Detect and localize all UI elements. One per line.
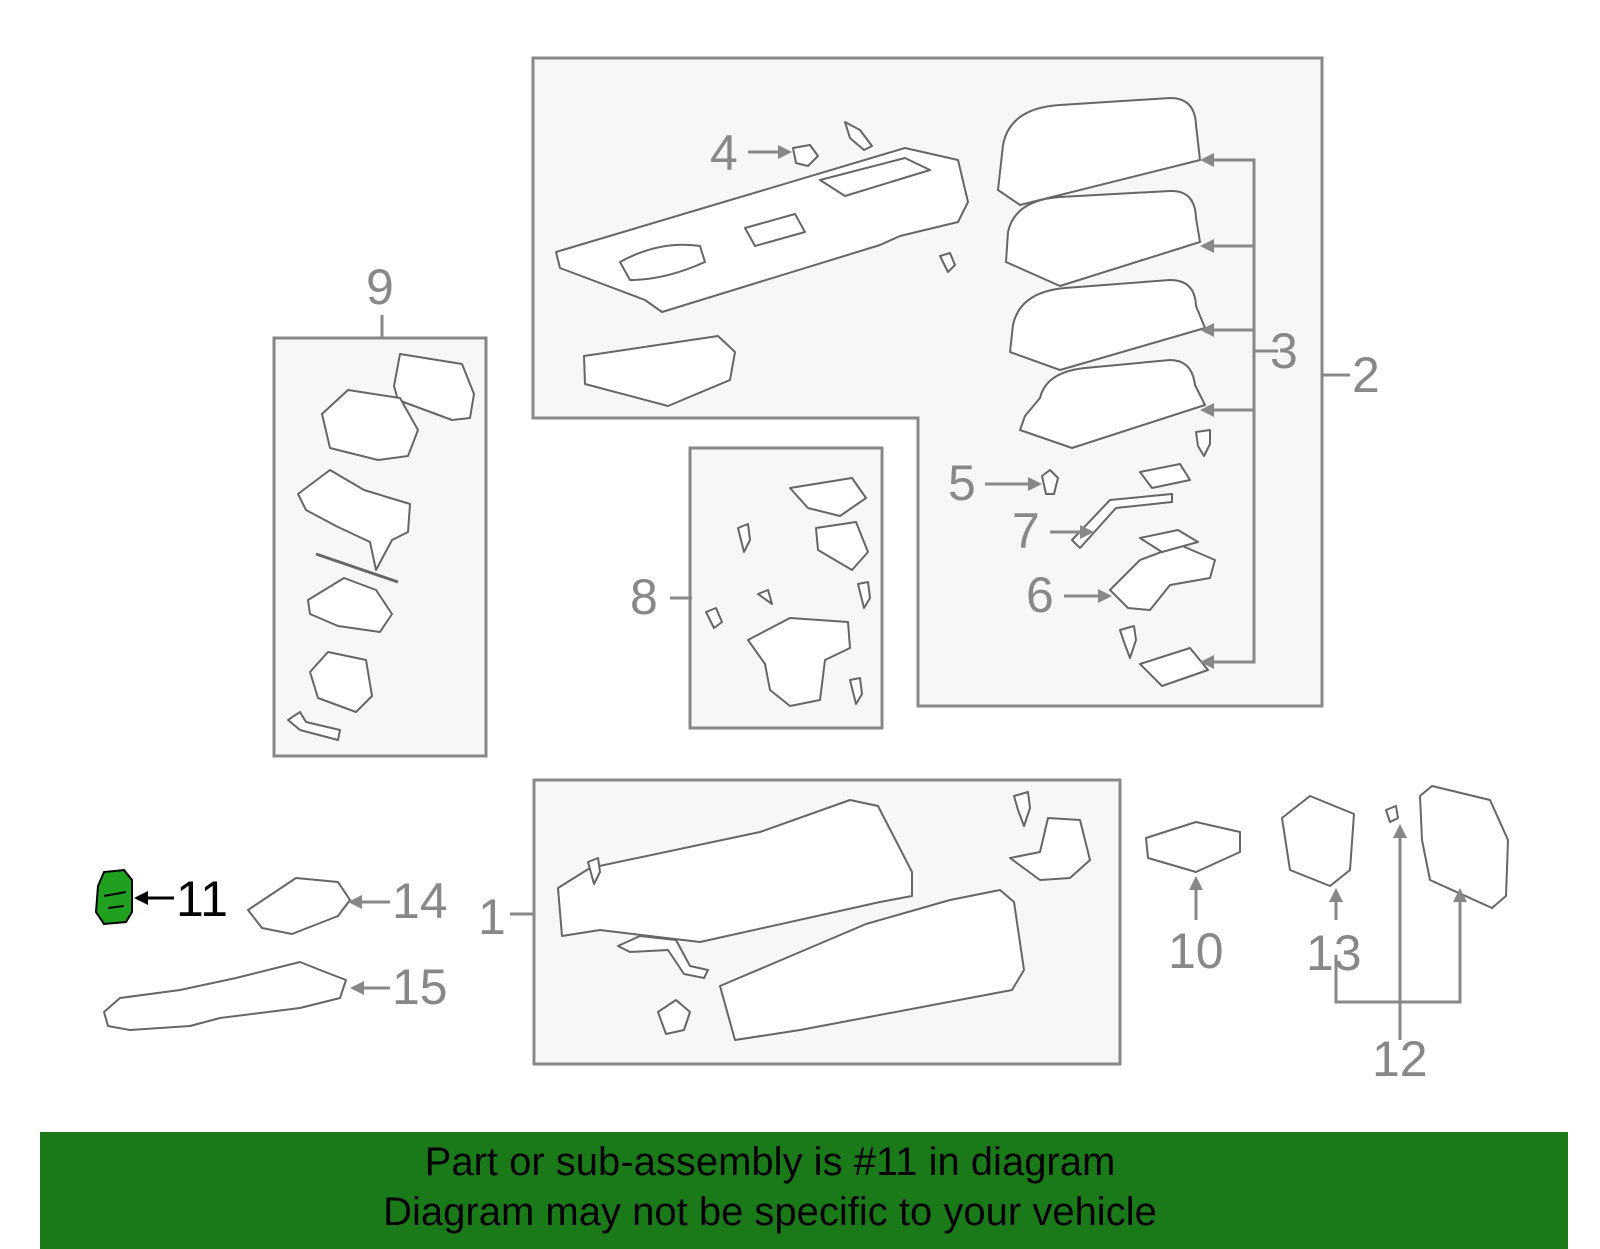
cupholder-insert-9[interactable] xyxy=(321,389,419,461)
banner-line-2: Diagram may not be specific to your vehi… xyxy=(383,1190,1157,1234)
callout-11[interactable]: 11 xyxy=(176,871,228,927)
duct-15[interactable] xyxy=(103,961,347,1031)
console-side-right[interactable] xyxy=(719,889,1025,1041)
cupholder-spring-9[interactable] xyxy=(309,651,373,713)
panel-12[interactable] xyxy=(1419,785,1509,909)
rod-7[interactable] xyxy=(1071,493,1173,549)
clip-4[interactable] xyxy=(792,144,819,167)
clip-small[interactable] xyxy=(844,121,873,151)
callout-8[interactable]: 8 xyxy=(630,569,658,625)
duct-14[interactable] xyxy=(247,877,351,935)
divider-bar-9[interactable] xyxy=(315,552,399,584)
clip-5[interactable] xyxy=(1041,469,1059,495)
callout-6[interactable]: 6 xyxy=(1026,567,1054,623)
callout-2[interactable]: 2 xyxy=(1352,347,1380,403)
console-panel[interactable] xyxy=(555,147,969,313)
console-side-left[interactable] xyxy=(557,799,913,943)
screw-8a[interactable] xyxy=(737,523,751,553)
console-tray-insert[interactable] xyxy=(583,335,736,407)
callout-12[interactable]: 12 xyxy=(1372,1031,1428,1087)
wire-clip-9[interactable] xyxy=(287,711,341,741)
callout-7[interactable]: 7 xyxy=(1012,503,1040,559)
callout-1[interactable]: 1 xyxy=(478,889,506,945)
bolt-1b[interactable] xyxy=(587,857,601,885)
latch-pad[interactable] xyxy=(1139,463,1191,489)
ash-receptacle-13[interactable] xyxy=(1281,795,1355,887)
cupholder-bracket-8[interactable] xyxy=(815,521,869,571)
callout-14[interactable]: 14 xyxy=(392,873,448,929)
callout-13[interactable]: 13 xyxy=(1306,925,1362,981)
info-banner: Part or sub-assembly is #11 in diagram D… xyxy=(40,1132,1568,1249)
banner-line-1: Part or sub-assembly is #11 in diagram xyxy=(424,1140,1116,1184)
callout-9[interactable]: 9 xyxy=(366,259,394,315)
callout-4[interactable]: 4 xyxy=(710,125,738,181)
lid-stack-3[interactable] xyxy=(997,97,1206,449)
cupholder-base-9[interactable] xyxy=(307,577,393,633)
bracket-1-right[interactable] xyxy=(1009,817,1091,881)
latch-block[interactable] xyxy=(1139,529,1199,553)
clip-8[interactable] xyxy=(705,607,723,629)
bracket-6[interactable] xyxy=(1109,544,1216,611)
small-clip-12[interactable] xyxy=(1385,805,1399,823)
callout-3[interactable]: 3 xyxy=(1270,323,1298,379)
screw-top[interactable] xyxy=(1195,429,1211,457)
clip-right[interactable] xyxy=(939,252,956,273)
callout-15[interactable]: 15 xyxy=(392,959,448,1015)
cupholder-body-8[interactable] xyxy=(747,617,851,707)
tray-10[interactable] xyxy=(1145,821,1241,873)
cupholder-lid-8[interactable] xyxy=(789,477,867,517)
wire-bracket-1[interactable] xyxy=(617,935,709,979)
clip-1[interactable] xyxy=(657,999,691,1035)
cupholder-panel-9[interactable] xyxy=(393,353,475,421)
cupholder-frame-9[interactable] xyxy=(297,469,411,571)
bolt-1[interactable] xyxy=(1013,791,1031,827)
callout-10[interactable]: 10 xyxy=(1168,923,1224,979)
screw-8c[interactable] xyxy=(849,677,863,705)
part-11-clip-highlighted[interactable] xyxy=(94,868,133,926)
hinge-plate[interactable] xyxy=(1139,647,1209,687)
callout-5[interactable]: 5 xyxy=(948,455,976,511)
clip-8b[interactable] xyxy=(757,589,773,605)
bolt-bottom[interactable] xyxy=(1119,625,1137,659)
screw-8b[interactable] xyxy=(857,581,871,609)
